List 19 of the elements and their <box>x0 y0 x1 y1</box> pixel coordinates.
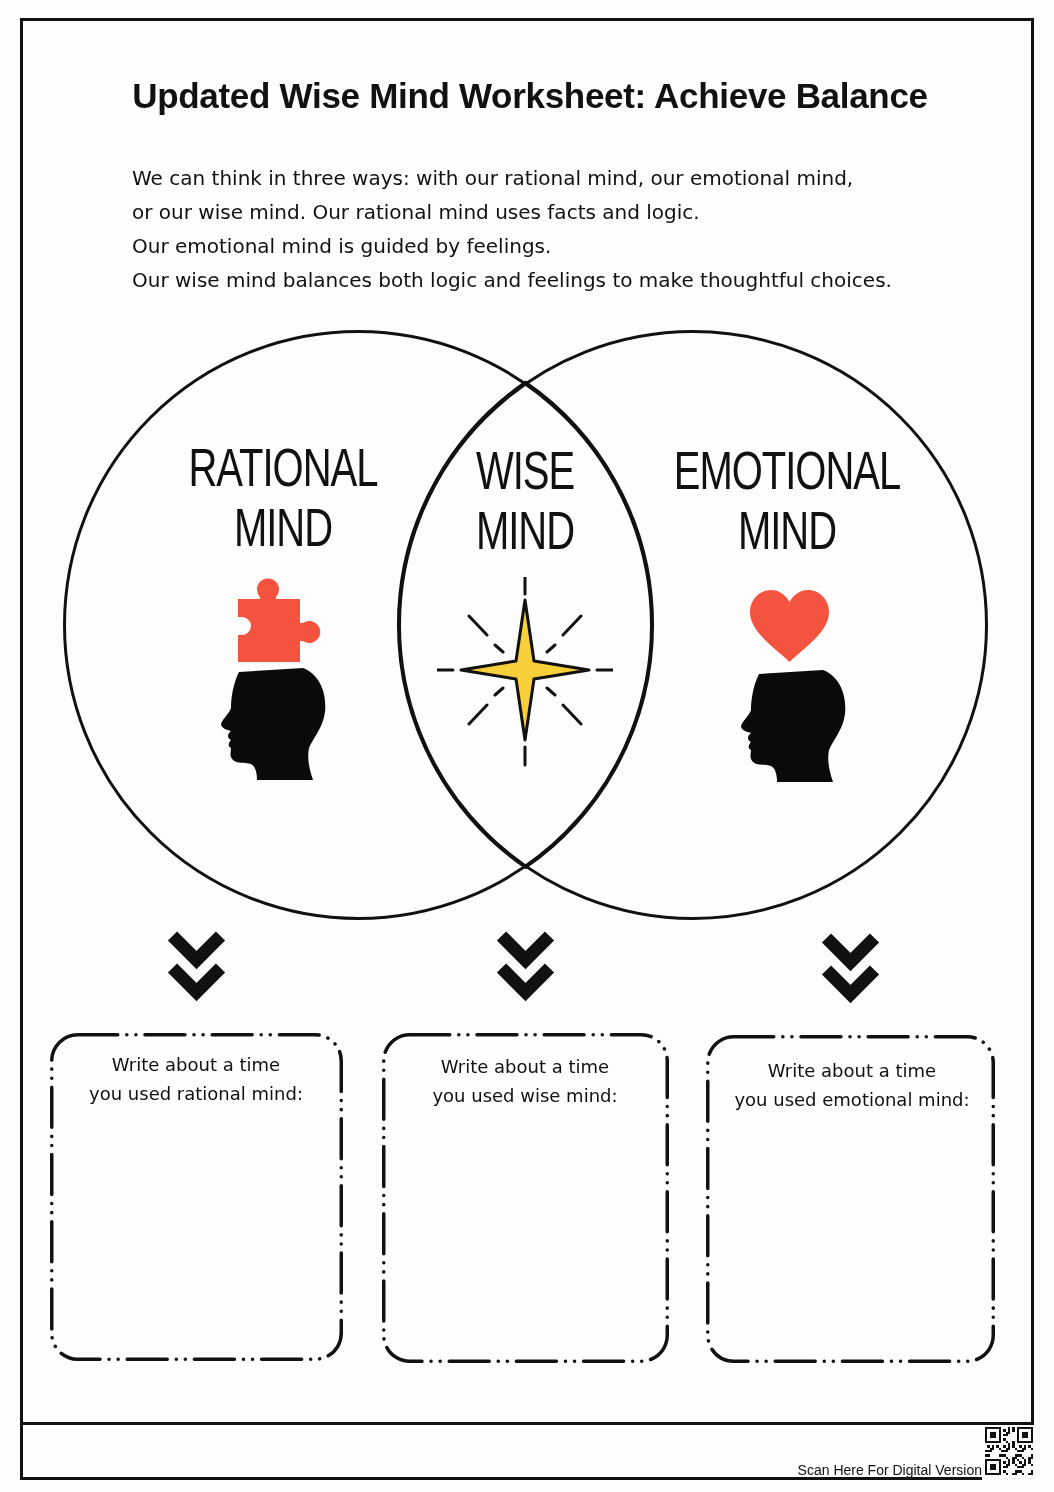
prompt-text: Write about a time you used wise mind: <box>431 1055 619 1108</box>
footer-note: Scan Here For Digital Version <box>796 1462 982 1478</box>
answer-box <box>706 1035 995 1363</box>
prompt-text: Write about a time you used emotional mind: <box>733 1059 971 1112</box>
mind-label: EMOTIONAL MIND <box>672 440 902 560</box>
answer-box <box>50 1033 343 1361</box>
worksheet-title: Updated Wise Mind Worksheet: Achieve Balance <box>131 75 929 117</box>
venn-circle <box>63 330 653 920</box>
mind-label: RATIONAL MIND <box>187 437 379 557</box>
intro-text: Our emotional mind is guided by feelings. <box>132 233 553 260</box>
answer-box <box>382 1033 669 1363</box>
venn-overlap <box>398 382 653 868</box>
intro-text: We can think in three ways: with our rational mind, our emotional mind, or our wise mind. Our rational mind uses facts and logic. <box>132 165 855 226</box>
venn-circle <box>398 330 988 920</box>
double-chevron-arrow <box>820 931 881 1004</box>
double-chevron-arrow <box>166 929 227 1002</box>
intro-text: Our wise mind balances both logic and feelings to make thoughtful choices. <box>132 267 893 294</box>
prompt-text: Write about a time you used rational mind: <box>88 1053 304 1106</box>
mind-label: WISE MIND <box>474 440 576 560</box>
